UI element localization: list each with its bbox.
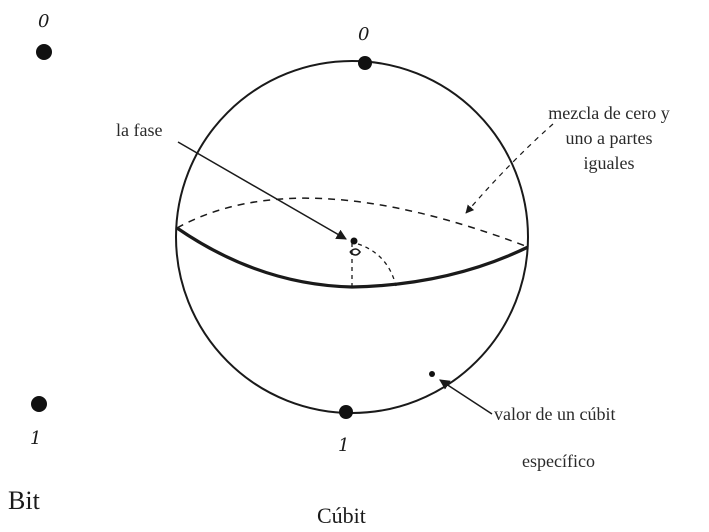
bit-title: Bit: [8, 486, 40, 515]
specific-qubit-point: [429, 371, 435, 377]
equal-mix-label: mezcla de cero y uno a partes iguales: [512, 104, 706, 172]
equator-back-dashed: [176, 197, 529, 248]
specific-value-pointer-line: [439, 379, 493, 415]
phase-glyph: [349, 248, 361, 256]
specific-value-label-line-1: valor de un cúbit: [494, 404, 616, 424]
sphere-center-dot: [350, 237, 358, 245]
specific-value-label-line-2: específico: [522, 451, 595, 471]
bit-one-dot: [31, 396, 47, 412]
qubit-zero-pole: [358, 56, 372, 70]
equal-mix-line-2: uno a partes: [565, 128, 653, 148]
qubit-one-pole: [339, 405, 353, 419]
bloch-sphere: [175, 60, 529, 414]
equal-mix-line-3: iguales: [583, 153, 635, 173]
bit-one-label: 1: [30, 428, 42, 449]
equal-mix-pointer-curve: [465, 123, 554, 214]
qubit-one-label: 1: [338, 435, 350, 456]
phase-label: la fase: [116, 120, 163, 140]
qubit-title: Cúbit: [317, 503, 366, 528]
bit-zero-dot: [36, 44, 52, 60]
bit-zero-label: 0: [38, 11, 50, 32]
qubit-zero-label: 0: [358, 24, 370, 45]
phase-pointer-line: [177, 141, 347, 240]
phase-arc-dashed: [357, 243, 397, 287]
equal-mix-line-1: mezcla de cero y: [548, 103, 670, 123]
